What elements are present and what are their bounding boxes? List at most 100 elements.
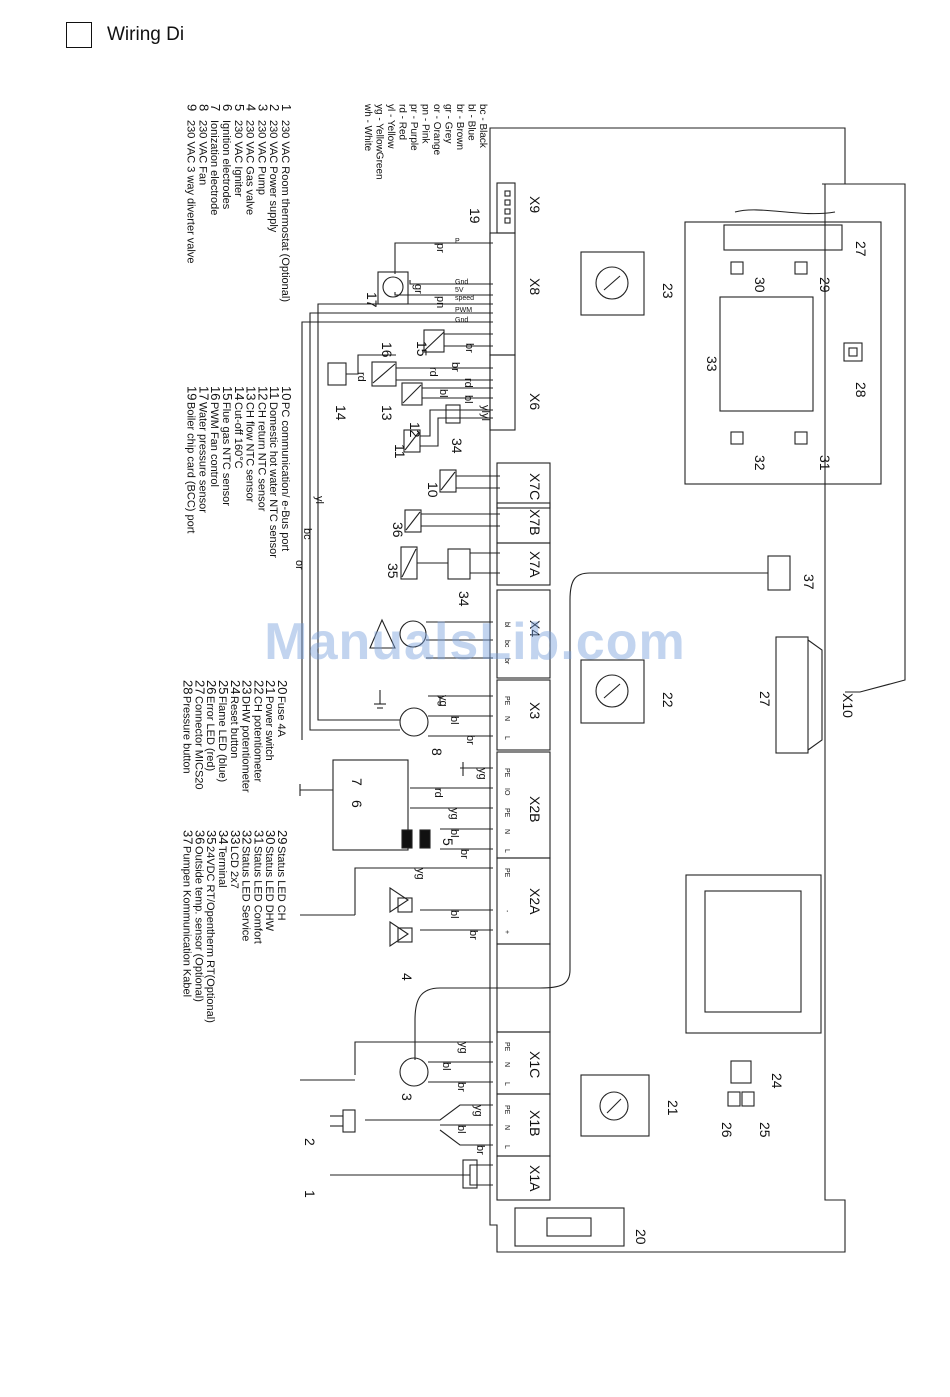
status-led-service: [730, 431, 744, 445]
legend-item-text: Pressure button: [181, 696, 193, 774]
component-number: 21: [665, 1100, 681, 1116]
colour-code-item: pr - Purple: [408, 104, 419, 151]
pin-label-x8: PWM: [455, 307, 472, 314]
legend-item-number: 16: [208, 386, 223, 400]
legend-item-number: 5: [232, 104, 247, 111]
connector-label-x8: X8: [527, 278, 543, 295]
pin-label-x2a: +: [503, 930, 510, 934]
component-number: 33: [704, 356, 720, 372]
component-number: 7: [349, 778, 365, 786]
component-number: 30: [752, 277, 768, 293]
connector-label-x9: X9: [527, 196, 543, 213]
legend-item-number: 30: [263, 830, 278, 844]
component-number: 28: [853, 382, 869, 398]
pin-label-x1b: L: [503, 1145, 510, 1149]
colour-code-item: yl - Yellow: [385, 104, 396, 149]
wire-label: rd: [427, 367, 439, 377]
legend-item-number: 4: [244, 104, 259, 111]
wire-label: pn: [434, 296, 446, 308]
wire-label: pr: [434, 243, 446, 253]
pin-label-x1c: L: [503, 1082, 510, 1086]
connector-strip-x7a: [496, 542, 551, 586]
legend-item-text: 230 VAC Power supply: [267, 120, 279, 233]
wire-label: yg: [472, 1105, 484, 1117]
dhw-potentiometer: [580, 251, 645, 316]
pressure-button: [843, 342, 863, 362]
legend-item-number: 13: [244, 386, 259, 400]
legend-item-text: Status LED CH: [275, 846, 287, 921]
component-number: 37: [801, 574, 817, 590]
legend-item-number: 26: [204, 680, 219, 694]
legend-item-text: CH potentiometer: [251, 696, 263, 783]
pin-label-x2b: PE: [503, 808, 510, 818]
wire-label: bl: [455, 1125, 467, 1134]
legend-item-number: 36: [192, 830, 207, 844]
legend-item-text: Domestic hot water NTC sensor: [267, 402, 279, 558]
legend-item-number: 22: [251, 680, 266, 694]
component-number: 2: [302, 1138, 318, 1146]
wire-label: yg: [476, 768, 488, 780]
legend-item-text: PC communication/ e-Bus port: [279, 402, 291, 551]
legend-item-text: Ignition electrodes: [220, 120, 232, 210]
legend-item-text: DHW potentiometer: [240, 696, 252, 793]
legend-item-text: Ionization electrode: [208, 120, 220, 215]
legend-item-text: Power switch: [263, 696, 275, 761]
component-number: 36: [390, 522, 406, 538]
connector-label-x3: X3: [527, 702, 543, 719]
status-led-comfort: [794, 431, 808, 445]
colour-code-item: br - Brown: [454, 104, 465, 150]
legend-item-text: 230 VAC Gas valve: [244, 120, 256, 215]
pin-label-x3: PE: [503, 696, 510, 706]
connector-label-x2a: X2A: [527, 888, 543, 915]
legend-item-text: Water pressure sensor: [196, 402, 208, 513]
main-display-panel: [685, 874, 822, 1034]
wire-label: br: [463, 343, 475, 353]
pin-label-x2b: N: [503, 829, 510, 834]
legend-item-number: 21: [263, 680, 278, 694]
wire-label: gr: [412, 284, 424, 294]
legend-item-number: 20: [275, 680, 290, 694]
pin-label-x8: speed: [455, 295, 474, 302]
connector-strip-x1a: [496, 1155, 551, 1201]
component-number: 17: [364, 292, 380, 308]
board-outline: [489, 127, 846, 1253]
wire-label: rd: [432, 788, 444, 798]
pin-label-x8: 5V: [455, 287, 464, 294]
wire-label: bl: [448, 910, 460, 919]
legend-item-text: Cut-off 160°C: [232, 402, 244, 469]
power-switch: [580, 1074, 650, 1137]
legend-item-text: 230 VAC Room thermostat (Optional): [279, 120, 291, 302]
component-number: 3: [399, 1093, 415, 1101]
component-number: 24: [769, 1073, 785, 1089]
page-title: Wiring Di: [107, 24, 185, 45]
legend-item-number: 33: [228, 830, 243, 844]
display-board: [684, 221, 882, 485]
pin-label-x4: br: [503, 658, 510, 665]
legend-item-number: 12: [255, 386, 270, 400]
component-number: 6: [349, 800, 365, 808]
component-number: 10: [425, 482, 441, 498]
component-number: 15: [414, 341, 430, 357]
connector-strip-x3: [496, 679, 551, 751]
component-number: 29: [817, 277, 833, 293]
legend-item-text: Reset button: [228, 696, 240, 758]
component-number: 26: [719, 1122, 735, 1138]
pump-comm-connector: [767, 555, 791, 591]
component-number: 23: [660, 283, 676, 299]
connector-label-x1b: X1B: [527, 1110, 543, 1136]
component-number: 8: [429, 748, 445, 756]
page-header: Wiring Di: [66, 20, 184, 50]
legend-item-text: Status LED DHW: [263, 846, 275, 932]
component-number: 34: [449, 438, 465, 454]
connector-x10: [775, 636, 809, 754]
pin-label-x1b: PE: [503, 1105, 510, 1115]
wire-label: br: [458, 849, 470, 859]
legend-item-text: 230 VAC Igniter: [232, 120, 244, 197]
legend-item-text: Fuse 4A: [275, 696, 287, 738]
colour-code-item: pn - Pink: [420, 104, 431, 144]
error-led: [727, 1091, 741, 1107]
legend-item-number: 28: [181, 680, 196, 694]
legend-item-text: Error LED (red): [204, 696, 216, 771]
